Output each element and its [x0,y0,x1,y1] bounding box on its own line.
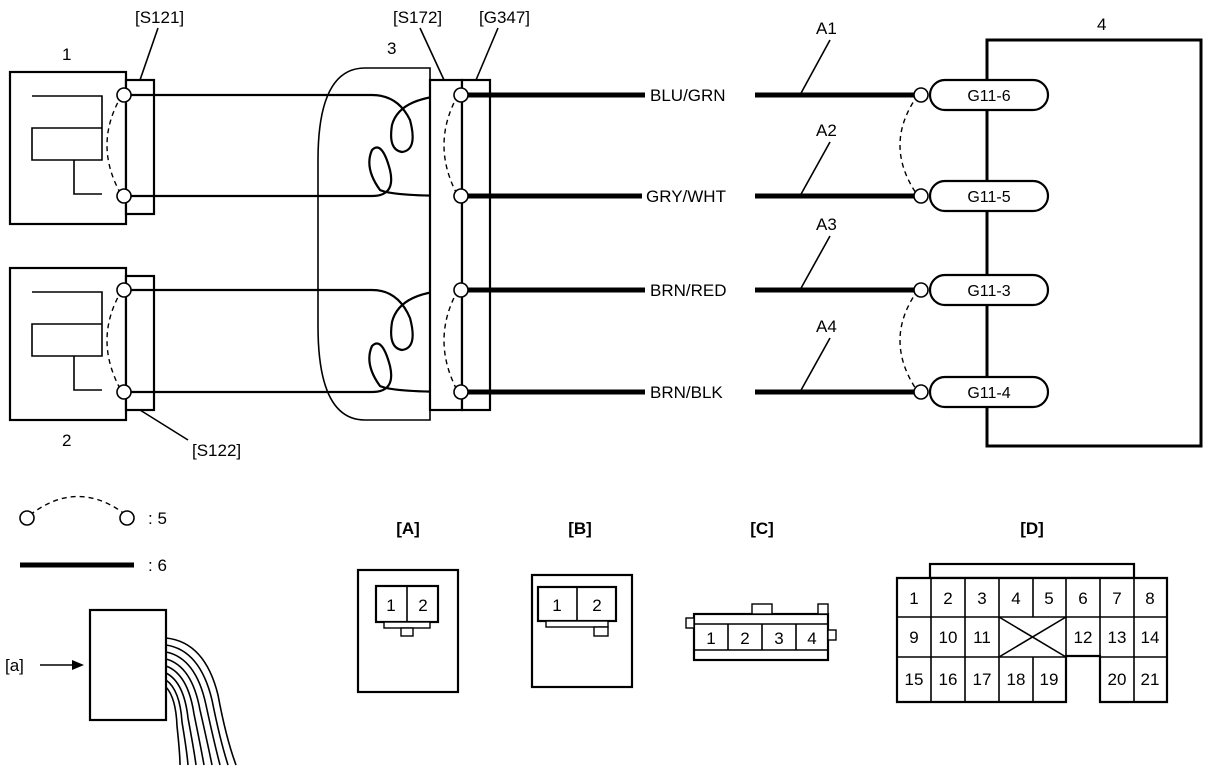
legend-shield-label: : 5 [148,509,167,528]
legend-thick-wire-label: : 6 [148,556,167,575]
connector-a-pin-2: 2 [418,596,427,615]
connector-d-pin-5: 5 [1044,589,1053,608]
connector-d-pin-7: 7 [1112,589,1121,608]
connector-c-pin-4: 4 [807,629,816,648]
connector-c-pin-1: 1 [706,629,715,648]
connector-d-pin-15: 15 [905,670,924,689]
connector-d-pin-3: 3 [977,589,986,608]
connector-d-pin-18: 18 [1007,670,1026,689]
legend-shield: : 5 [19,495,167,528]
connector-d-pin-9: 9 [909,628,918,647]
connector-c-pin-3: 3 [774,629,783,648]
wire-a2: GRY/WHT A2 [468,121,916,206]
connector-d-pin-8: 8 [1145,589,1154,608]
sensor-1 [8,70,156,226]
wire-a3-color: BRN/RED [650,281,727,300]
connector-d-pin-16: 16 [939,670,958,689]
connector-d-pin-14: 14 [1141,628,1160,647]
connector-d-pin-13: 13 [1108,628,1127,647]
component-1-label: 1 [62,45,71,64]
component-3-label: 3 [387,39,396,58]
wire-a2-color: GRY/WHT [646,187,726,206]
connector-b-pin-1: 1 [552,596,561,615]
connector-d-pin-12: 12 [1074,628,1093,647]
component-4-label: 4 [1097,15,1106,34]
wire-a1: BLU/GRN A1 [468,19,916,105]
component-2-label: 2 [62,431,71,450]
pin-g11-5: G11-5 [967,189,1010,206]
connector-s122-label: [S122] [192,441,241,460]
connector-block-s172-g347 [428,78,492,412]
wire-a1-id: A1 [816,19,837,38]
pin-g11-3: G11-3 [967,283,1010,300]
connector-c-pin-2: 2 [740,629,749,648]
connector-d-pin-20: 20 [1108,670,1127,689]
wire-a4-id: A4 [816,317,837,336]
pin-g11-6: G11-6 [967,88,1010,105]
wire-a3: BRN/RED A3 [468,215,916,300]
connector-s172-label: [S172] [393,8,442,27]
connector-d-pin-4: 4 [1011,589,1020,608]
wire-a1-color: BLU/GRN [650,86,726,105]
connector-s121-label: [S121] [135,8,184,27]
connector-d-pin-11: 11 [973,628,991,647]
connector-d-pin-6: 6 [1078,589,1087,608]
pin-g11-4: G11-4 [967,385,1010,402]
connector-d-title: [D] [1020,519,1044,538]
connector-d-pin-19: 19 [1040,670,1059,689]
connector-d-pin-2: 2 [943,589,952,608]
wire-a4-color: BRN/BLK [650,383,723,402]
connector-a-pin-1: 1 [386,596,395,615]
connector-view-d: [D] 1 2 3 4 5 6 7 8 9 10 11 12 13 [895,519,1169,704]
wire-a4: BRN/BLK A4 [468,317,916,402]
connector-b-pin-2: 2 [592,596,601,615]
connector-c-title: [C] [750,519,774,538]
connector-view-a: [A] 1 2 [356,519,460,694]
connector-view-illustration: [a] [5,608,237,766]
view-direction-label: [a] [5,656,24,675]
connector-d-pin-17: 17 [973,670,992,689]
connector-view-b: [B] 1 2 [530,519,634,689]
wire-a3-id: A3 [816,215,837,234]
connector-d-pin-21: 21 [1141,670,1160,689]
wire-a2-id: A2 [816,121,837,140]
connector-g347-label: [G347] [479,8,530,27]
connector-view-c: [C] 1 2 3 4 [685,519,837,662]
twisted-harness [131,67,461,421]
connector-d-pin-1: 1 [909,589,918,608]
legend-thick-wire: : 6 [20,556,167,575]
connector-a-title: [A] [396,519,420,538]
ecu-4: G11-6 G11-5 G11-3 G11-4 [899,38,1203,448]
connector-b-title: [B] [568,519,592,538]
sensor-2 [8,266,156,422]
connector-d-pin-10: 10 [939,628,958,647]
